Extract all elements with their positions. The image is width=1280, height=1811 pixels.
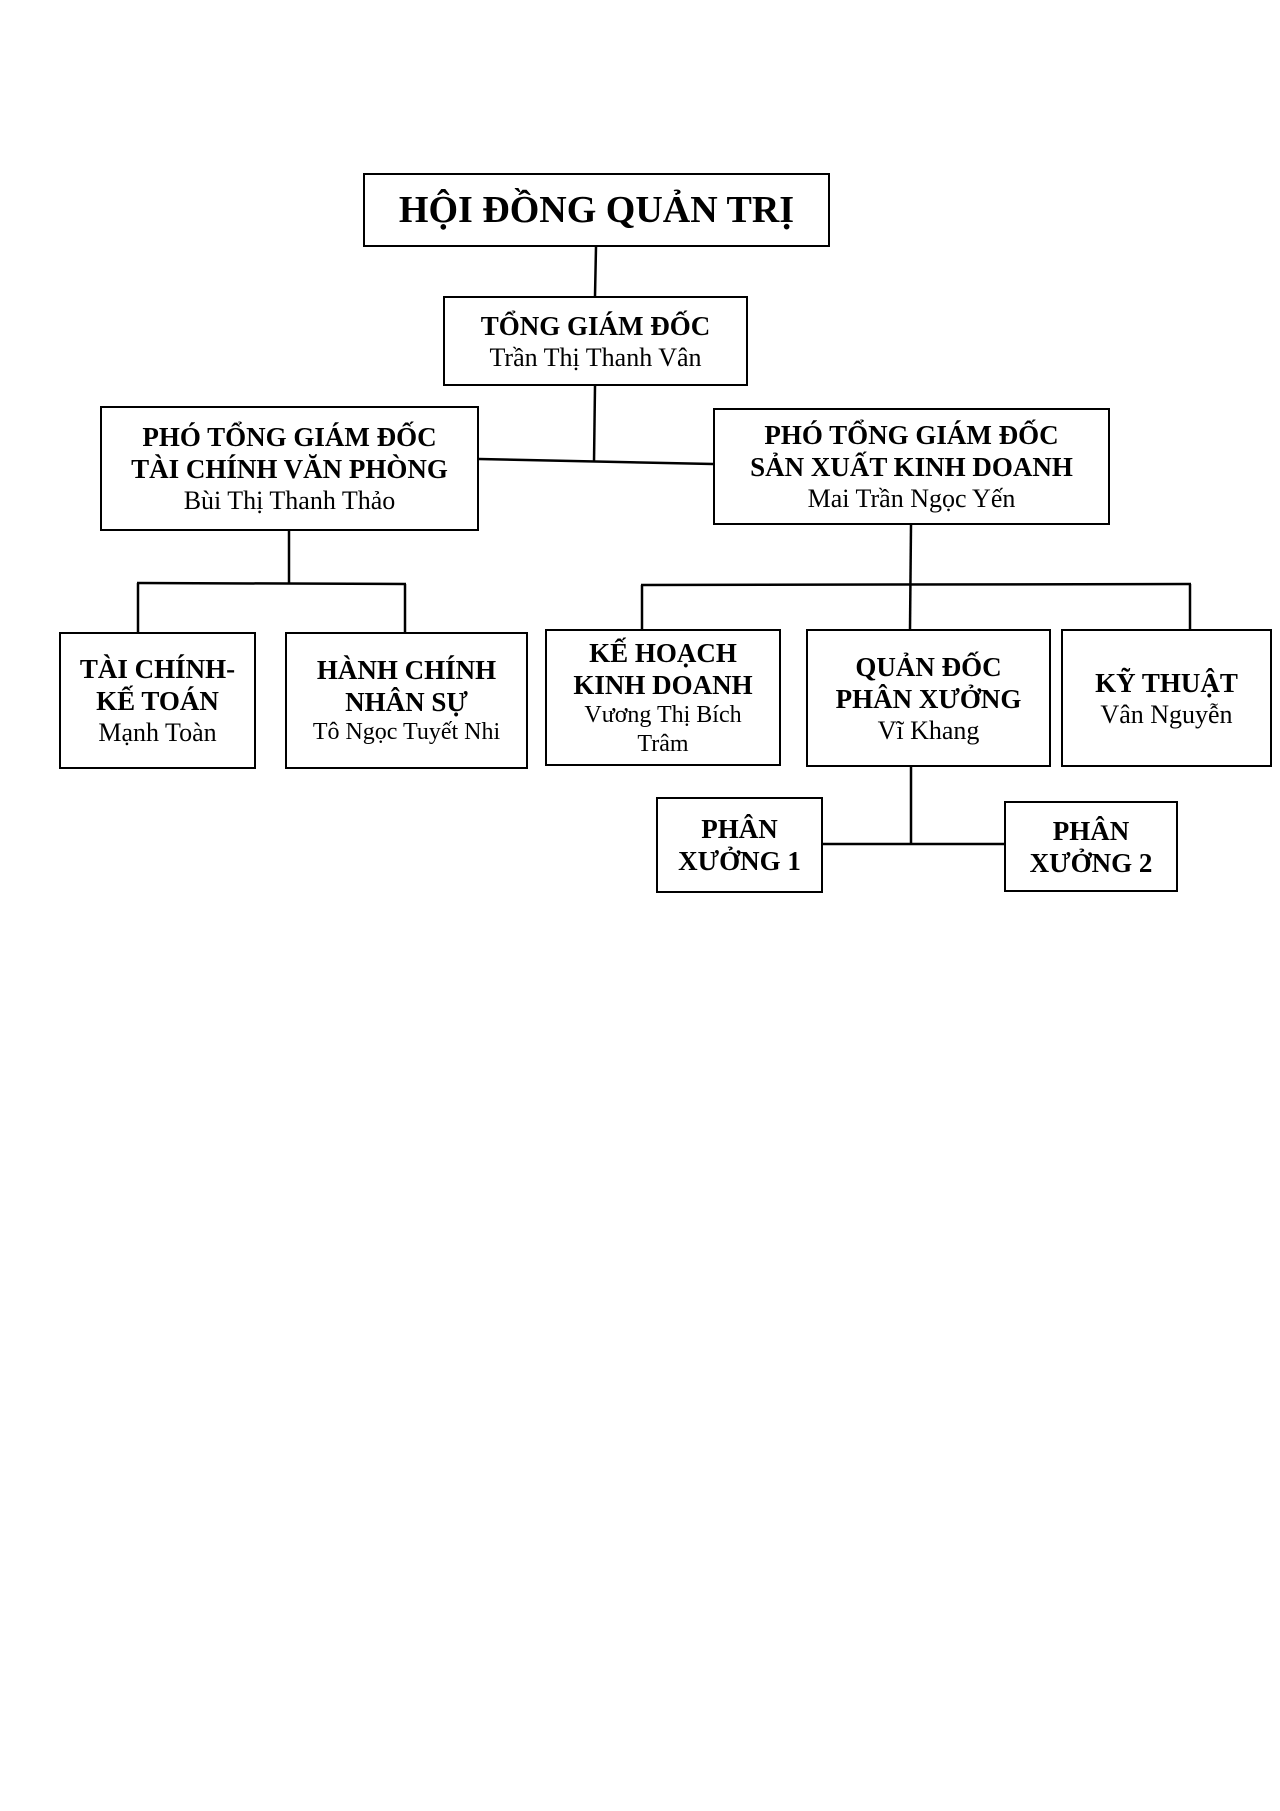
workshop-foreman-person: Vĩ Khang bbox=[877, 715, 980, 745]
business-planning-box: KẾ HOẠCH KINH DOANH Vương Thị Bích Trâm bbox=[545, 629, 781, 766]
workshop-1-box: PHÂN XƯỞNG 1 bbox=[656, 797, 823, 893]
vp-finance-box: PHÓ TỔNG GIÁM ĐỐC TÀI CHÍNH VĂN PHÒNG Bù… bbox=[100, 406, 479, 531]
vp-production-title-line2: SẢN XUẤT KINH DOANH bbox=[750, 452, 1073, 482]
connector-prod-bar bbox=[640, 582, 1192, 587]
board-title: HỘI ĐỒNG QUẢN TRỊ bbox=[398, 189, 795, 231]
vp-finance-title-line2: TÀI CHÍNH VĂN PHÒNG bbox=[131, 454, 448, 484]
hr-title-line2: NHÂN SỰ bbox=[345, 687, 468, 717]
technical-title: KỸ THUẬT bbox=[1095, 667, 1238, 698]
board-of-directors-box: HỘI ĐỒNG QUẢN TRỊ bbox=[363, 173, 830, 247]
accounting-box: TÀI CHÍNH- KẾ TOÁN Mạnh Toàn bbox=[59, 632, 256, 769]
technical-person: Vân Nguyễn bbox=[1100, 699, 1233, 729]
vp-production-box: PHÓ TỔNG GIÁM ĐỐC SẢN XUẤT KINH DOANH Ma… bbox=[713, 408, 1110, 525]
workshop-foreman-title-line1: QUẢN ĐỐC bbox=[855, 651, 1002, 682]
connector-ceo-vps bbox=[592, 385, 597, 463]
hr-box: HÀNH CHÍNH NHÂN SỰ Tô Ngọc Tuyết Nhi bbox=[285, 632, 528, 769]
connector-vp-bar bbox=[478, 457, 714, 466]
hr-person: Tô Ngọc Tuyết Nhi bbox=[312, 719, 501, 745]
ceo-title: TỔNG GIÁM ĐỐC bbox=[480, 310, 711, 341]
business-planning-title-line1: KẾ HOẠCH bbox=[589, 637, 737, 668]
business-planning-title-line2: KINH DOANH bbox=[573, 669, 753, 700]
accounting-person: Mạnh Toàn bbox=[98, 718, 217, 747]
vp-finance-title-line1: PHÓ TỔNG GIÁM ĐỐC bbox=[142, 422, 437, 452]
workshop-foreman-box: QUẢN ĐỐC PHÂN XƯỞNG Vĩ Khang bbox=[806, 629, 1051, 767]
connector-fin-bar bbox=[136, 581, 407, 586]
business-planning-person-line2: Trâm bbox=[637, 730, 689, 757]
hr-title-line1: HÀNH CHÍNH bbox=[316, 655, 497, 685]
workshop-foreman-title-line2: PHÂN XƯỞNG bbox=[835, 683, 1022, 714]
accounting-title-line1: TÀI CHÍNH- bbox=[79, 654, 236, 684]
accounting-title-line2: KẾ TOÁN bbox=[96, 686, 219, 716]
ceo-box: TỔNG GIÁM ĐỐC Trần Thị Thanh Vân bbox=[443, 296, 748, 386]
connector-vpprod-down bbox=[908, 524, 913, 630]
business-planning-person-line1: Vương Thị Bích bbox=[584, 701, 742, 728]
workshop-2-title-line1: PHÂN bbox=[1052, 815, 1130, 846]
technical-box: KỸ THUẬT Vân Nguyễn bbox=[1061, 629, 1272, 767]
vp-production-title-line1: PHÓ TỔNG GIÁM ĐỐC bbox=[764, 420, 1059, 450]
ceo-person: Trần Thị Thanh Vân bbox=[489, 342, 702, 372]
workshop-2-box: PHÂN XƯỞNG 2 bbox=[1004, 801, 1178, 892]
workshop-1-title-line2: XƯỞNG 1 bbox=[678, 846, 801, 876]
workshop-2-title-line2: XƯỞNG 2 bbox=[1029, 847, 1153, 878]
connector-board-ceo bbox=[593, 246, 598, 297]
vp-production-person: Mai Trần Ngọc Yến bbox=[807, 484, 1016, 513]
workshop-1-title-line1: PHÂN bbox=[701, 814, 778, 844]
vp-finance-person: Bùi Thị Thanh Thảo bbox=[183, 486, 396, 515]
